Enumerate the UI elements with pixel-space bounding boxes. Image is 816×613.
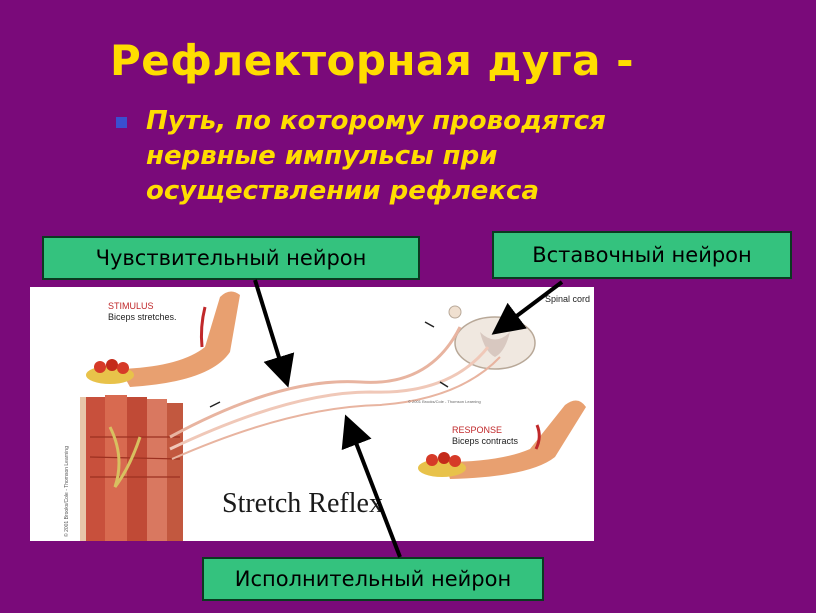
spinal-cord-label: Spinal cord [545, 294, 590, 304]
stimulus-arm [86, 291, 240, 387]
nerve-fibers [169, 321, 501, 460]
motor-neuron-label: Исполнительный нейрон [202, 557, 544, 601]
slide-title: Рефлекторная дуга - [110, 36, 635, 85]
copyright-small: © 2001 Brooks/Cole - Thomson Learning [408, 399, 481, 404]
response-arm [418, 400, 586, 479]
response-heading: RESPONSE [452, 425, 502, 435]
stimulus-heading: STIMULUS [108, 301, 154, 311]
muscle-illustration [80, 395, 183, 541]
motor-arrow [341, 414, 402, 558]
sensory-arrow [253, 279, 295, 388]
figure-caption: Stretch Reflex [222, 488, 383, 519]
sensory-neuron-label: Чувствительный нейрон [42, 236, 420, 280]
copyright-side: © 2001 Brooks/Cole - Thomson Learning [63, 446, 70, 537]
interneuron-arrow [491, 280, 564, 335]
slide-subtitle: Путь, по которому проводятся нервные имп… [146, 106, 606, 206]
interneuron-label: Вставочный нейрон [492, 231, 792, 279]
stimulus-text: Biceps stretches. [108, 312, 177, 322]
bullet-marker [116, 117, 127, 128]
response-text: Biceps contracts [452, 436, 519, 446]
